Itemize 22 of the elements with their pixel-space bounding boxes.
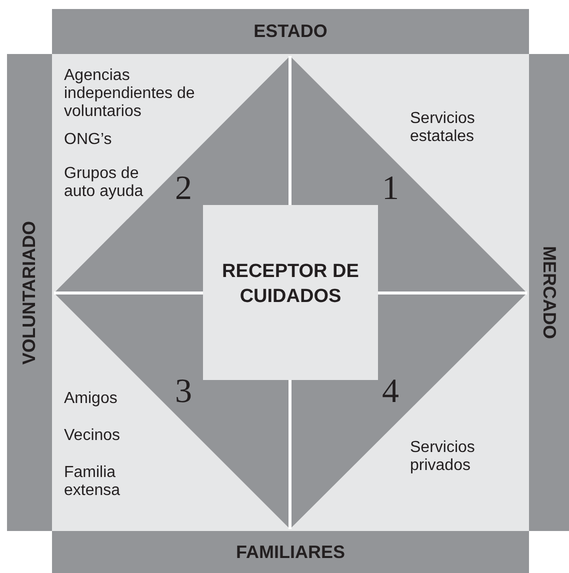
center-title: RECEPTOR DE CUIDADOS [221,260,360,309]
band-title: ESTADO [254,21,328,42]
quadrant-text: Vecinos [64,427,122,445]
quadrant-text: Amigos [64,390,118,408]
quadrant-number: 3 [175,375,192,409]
band-title: VOLUNTARIADO [19,220,40,364]
quadrant-text: Servicios estatales [410,110,476,146]
side-band [52,9,529,54]
band-title: MERCADO [538,246,560,339]
side-band [529,54,569,531]
quadrant-text: Grupos de auto ayuda [64,165,144,201]
quadrant-number: 4 [382,375,399,409]
side-band [7,54,52,531]
quadrant-text: ONG’s [64,131,113,149]
side-band [52,531,529,573]
band-title: FAMILIARES [236,542,345,562]
quadrant-text: Familia extensa [64,464,122,500]
quadrant-text: Agencias independientes de voluntarios [64,67,196,121]
quadrant-number: 1 [382,172,399,206]
quadrant-text: Servicios privados [410,439,476,475]
quadrant-number: 2 [175,172,192,206]
center-box [203,205,378,380]
